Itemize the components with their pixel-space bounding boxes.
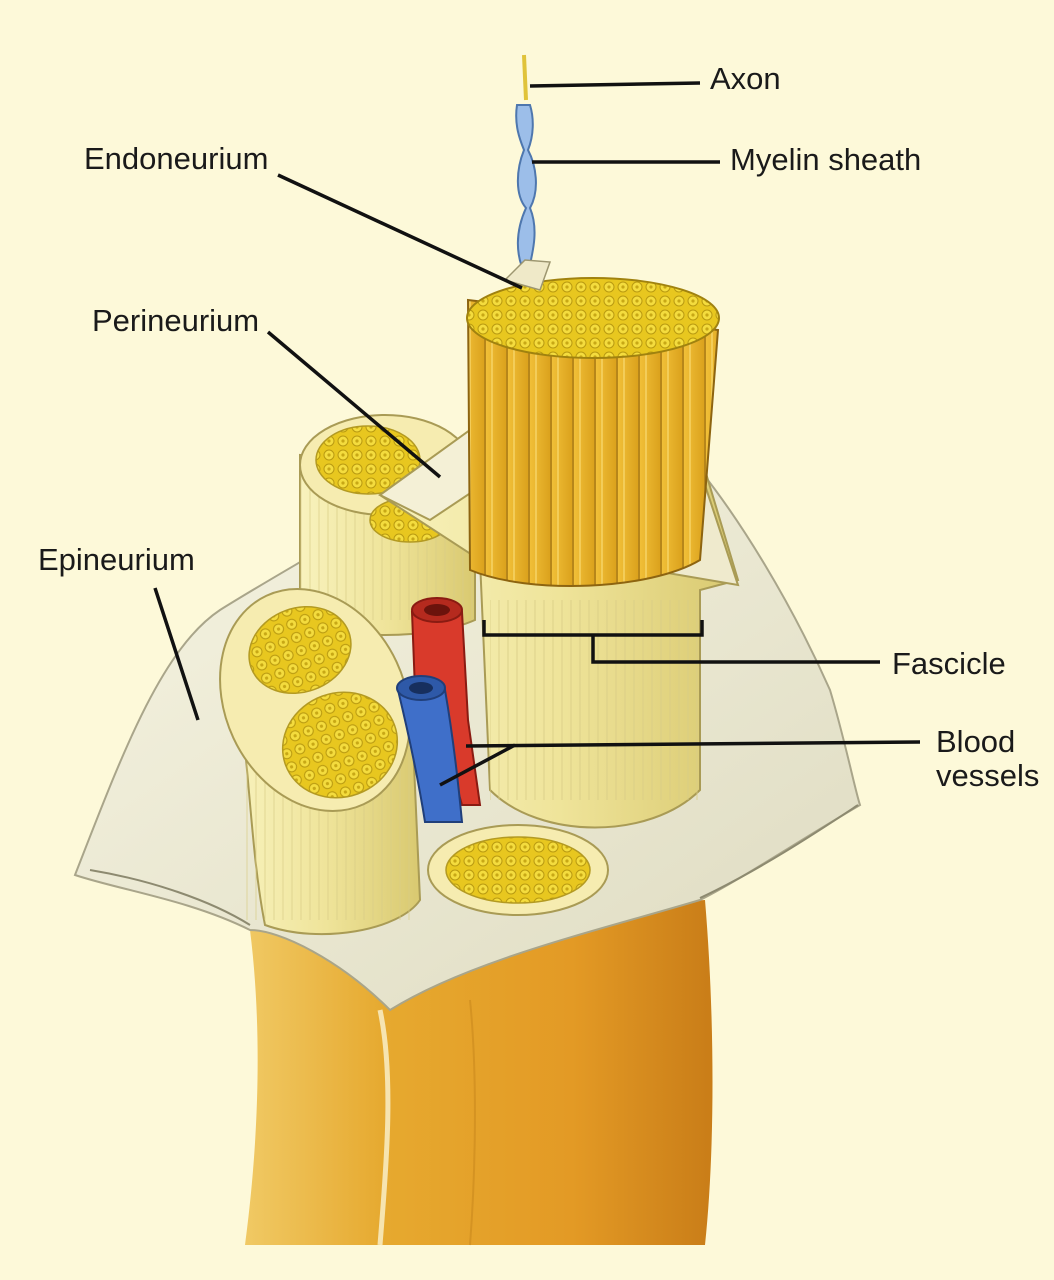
perineurium-leader-line [266, 330, 442, 479]
epineurium-leader-line [153, 587, 200, 721]
axon-leader-line [529, 81, 701, 88]
fascicle-leader-line [591, 635, 880, 664]
myelinated-axon [503, 54, 552, 291]
fascicle-label: Fascicle [892, 646, 1006, 681]
blood-vessels-label-line1: Blood [936, 724, 1016, 759]
epineurium-label: Epineurium [38, 542, 195, 577]
endoneurium-leader-line [277, 173, 523, 290]
fascicle-front-left [219, 588, 422, 936]
nerve-trunk [245, 900, 713, 1246]
fascicle-back-left [299, 414, 476, 636]
myelin-sheath-label: Myelin sheath [730, 142, 922, 177]
endoneurium-label: Endoneurium [84, 141, 269, 176]
blood-vessels-label-line2: vessels [936, 758, 1040, 793]
leader-lines [153, 81, 921, 787]
fascicle-bottom-small [427, 824, 609, 916]
fibre-bundle [466, 277, 720, 588]
axon-label: Axon [710, 61, 781, 96]
perineurium-label: Perineurium [92, 303, 260, 338]
blood-vessels [396, 597, 482, 823]
blood-vessels-leader-line-a [465, 740, 921, 748]
blood-vessels-label: Blood vessels [936, 725, 1039, 793]
blood-vessels-leader-line-b [439, 743, 516, 787]
